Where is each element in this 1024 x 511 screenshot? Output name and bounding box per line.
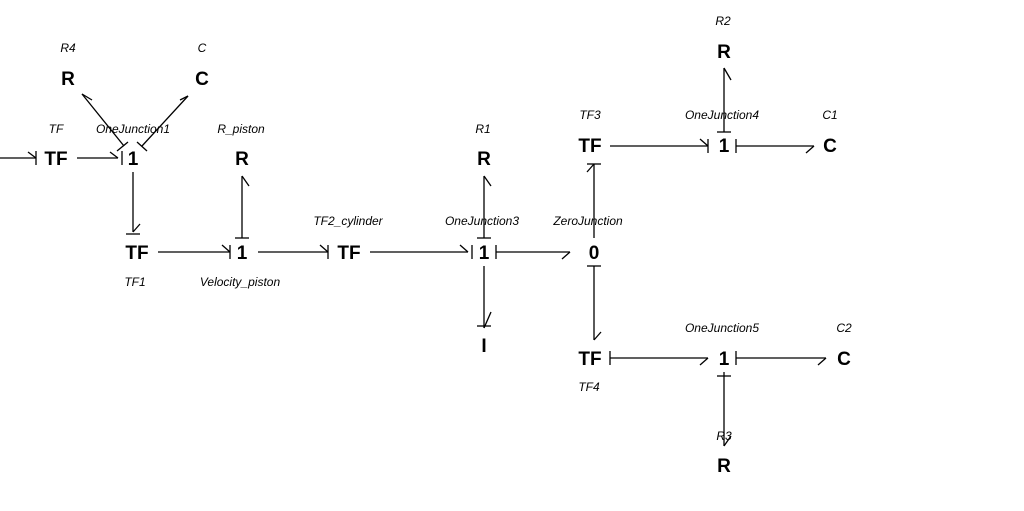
element-r3[interactable]: R3 R: [716, 429, 732, 477]
element-label: OneJunction3: [445, 214, 519, 228]
bond-onejunction1-tf1: [126, 172, 141, 235]
element-label: C1: [822, 108, 837, 122]
bond-onejunction5-r3: [717, 372, 732, 447]
bond-onejunction4-r2: [717, 67, 732, 133]
element-tf4[interactable]: TF TF4: [578, 349, 601, 394]
element-symbol: C: [837, 349, 851, 370]
element-symbol: TF: [44, 149, 67, 170]
element-symbol: 0: [589, 243, 600, 264]
element-label: C: [198, 41, 207, 55]
element-onejunction5[interactable]: OneJunction5 1: [685, 321, 759, 370]
element-symbol: 1: [237, 243, 248, 264]
element-symbol: R: [61, 69, 75, 90]
element-symbol: TF: [337, 243, 360, 264]
element-r1[interactable]: R1 R: [475, 122, 491, 170]
element-symbol: R: [717, 456, 731, 477]
element-symbol: R: [477, 149, 491, 170]
element-symbol: I: [481, 336, 486, 357]
element-c2[interactable]: C2 C: [836, 321, 852, 370]
element-tf[interactable]: TF TF: [44, 122, 67, 170]
element-label: R1: [475, 122, 490, 136]
element-symbol: C: [823, 136, 837, 157]
element-symbol: 1: [719, 136, 730, 157]
element-onejunction3[interactable]: OneJunction3 1: [445, 214, 519, 264]
bond-onejunction1-c: [136, 95, 189, 152]
bond-onejunction3-r1: [477, 175, 492, 239]
element-c1[interactable]: C1 C: [822, 108, 837, 157]
element-onejunction4[interactable]: OneJunction4 1: [685, 108, 759, 157]
element-r-piston[interactable]: R_piston R: [217, 122, 265, 170]
bond-onejunction3-i: [477, 266, 492, 329]
element-symbol: 1: [479, 243, 490, 264]
element-label: OneJunction1: [96, 122, 170, 136]
element-zerojunction[interactable]: ZeroJunction 0: [552, 214, 623, 264]
element-label: TF4: [578, 380, 600, 394]
bond-onejunction5-c2: [735, 351, 827, 366]
element-label: TF3: [579, 108, 601, 122]
bond-tf4-onejunction5: [609, 351, 709, 366]
element-tf2-cylinder[interactable]: TF2_cylinder TF: [313, 214, 383, 264]
element-symbol: R: [235, 149, 249, 170]
element-symbol: C: [195, 69, 209, 90]
bond-tf2-cylinder-onejunction3: [370, 244, 473, 259]
bond-onejunction3-zerojunction: [495, 245, 571, 260]
element-r4[interactable]: R4 R: [60, 41, 76, 90]
element-symbol: TF: [125, 243, 148, 264]
element-label: ZeroJunction: [552, 214, 623, 228]
bond-velocity-piston-tf2-cylinder: [258, 244, 329, 259]
element-c[interactable]: C C: [195, 41, 209, 90]
element-symbol: TF: [578, 349, 601, 370]
element-i[interactable]: I: [481, 336, 486, 357]
element-symbol: 1: [128, 149, 139, 170]
element-tf1[interactable]: TF TF1: [124, 243, 148, 289]
element-velocity-piston[interactable]: 1 Velocity_piston: [200, 243, 281, 289]
element-symbol: 1: [719, 349, 730, 370]
element-label: OneJunction4: [685, 108, 759, 122]
bond-tf1-velocity-piston: [158, 244, 231, 259]
bond-zerojunction-tf4: [587, 265, 602, 341]
element-tf3[interactable]: TF3 TF: [578, 108, 601, 157]
element-label: TF2_cylinder: [313, 214, 383, 228]
bond-tf-onejunction1: [77, 151, 123, 165]
bond-onejunction4-c1: [735, 139, 815, 154]
bond-velocity-piston-r-piston: [235, 175, 250, 239]
element-r2[interactable]: R2 R: [715, 14, 731, 63]
element-label: R4: [60, 41, 76, 55]
element-label: R_piston: [217, 122, 265, 136]
bond-tf3-onejunction4: [610, 138, 709, 153]
element-label: TF1: [124, 275, 145, 289]
element-label: R3: [716, 429, 732, 443]
element-label: R2: [715, 14, 731, 28]
element-label: C2: [836, 321, 852, 335]
element-label: TF: [49, 122, 64, 136]
element-onejunction1[interactable]: OneJunction1 1: [96, 122, 170, 170]
element-symbol: TF: [578, 136, 601, 157]
bond-onejunction1-r4: [81, 93, 129, 152]
element-label: Velocity_piston: [200, 275, 281, 289]
bonds: [0, 67, 827, 447]
element-symbol: R: [717, 42, 731, 63]
bond-zerojunction-tf3: [586, 163, 601, 238]
element-label: OneJunction5: [685, 321, 759, 335]
bond-input-tf: [0, 151, 37, 165]
